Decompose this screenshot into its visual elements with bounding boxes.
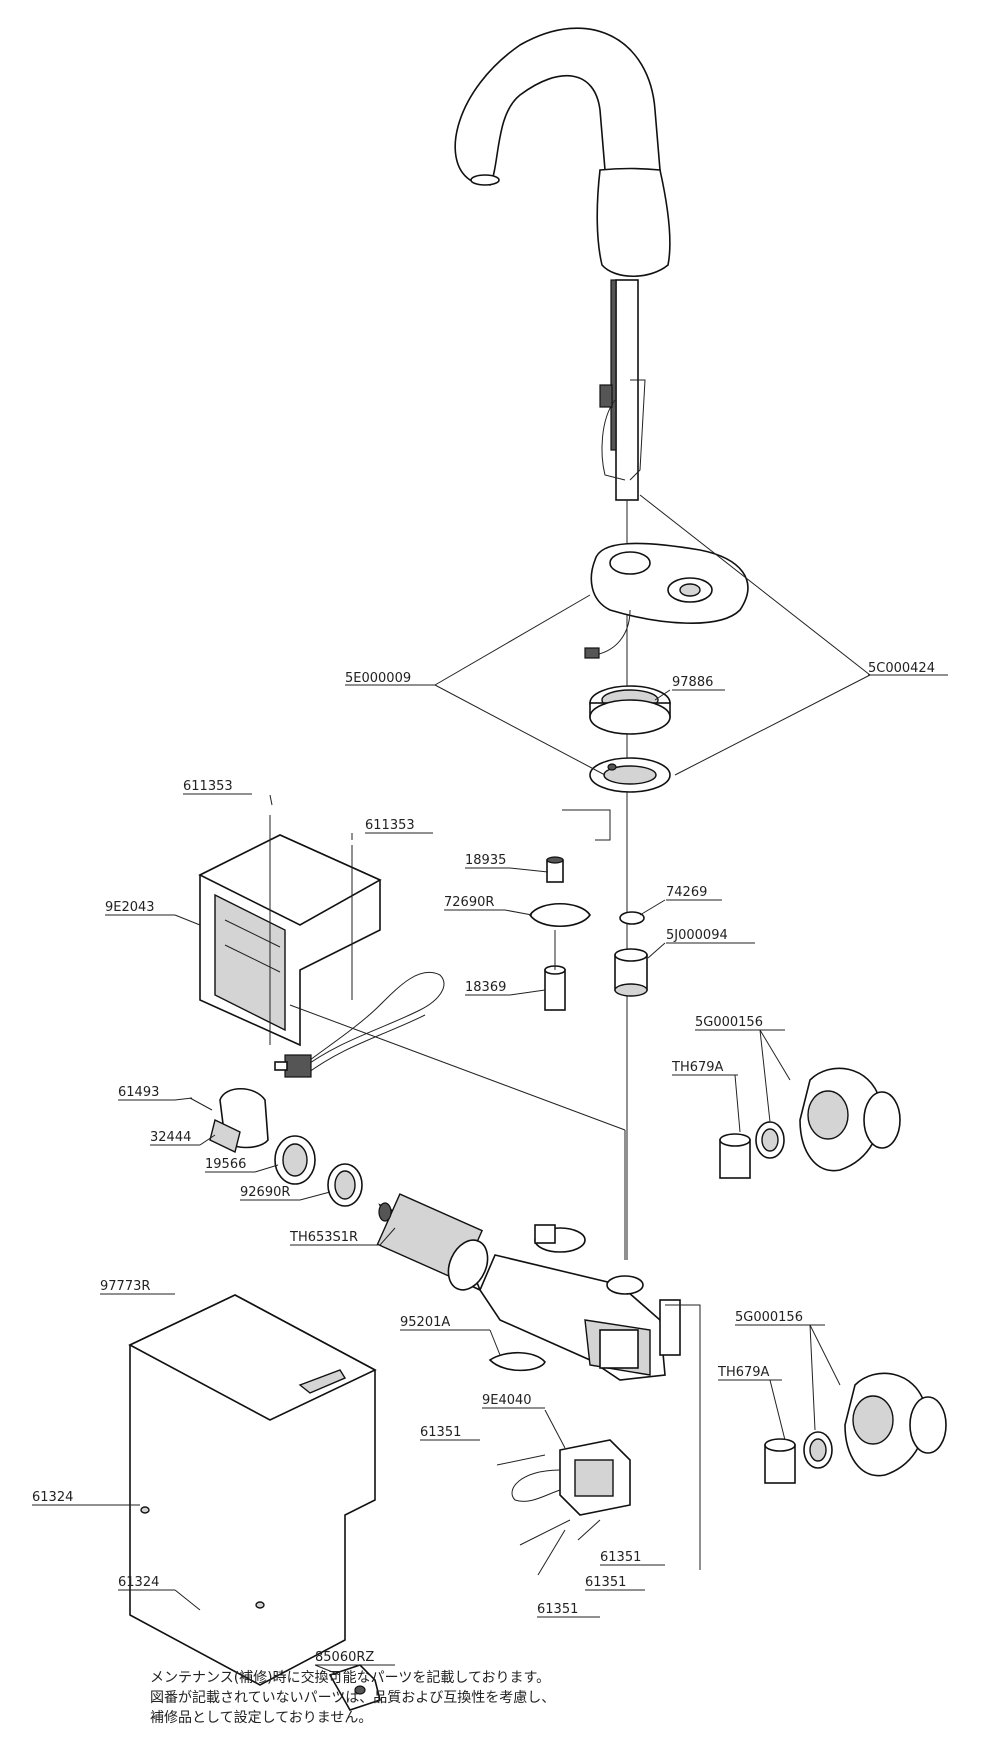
cable-harness xyxy=(274,971,445,1078)
gasket-ring xyxy=(589,757,671,793)
label-9E4040: 9E4040 xyxy=(482,1393,532,1408)
label-61324-b: 61324 xyxy=(118,1575,159,1590)
note-line-1: メンテナンス(補修)時に交換可能なパーツを記載しております。 xyxy=(150,1670,551,1686)
label-61351-a: 61351 xyxy=(420,1425,461,1440)
label-61493: 61493 xyxy=(118,1085,159,1100)
label-61324-a: 61324 xyxy=(32,1490,73,1505)
mounting-ring xyxy=(589,685,671,735)
label-TH679A-a: TH679A xyxy=(671,1060,724,1075)
label-5C000424: 5C000424 xyxy=(868,661,935,676)
leader-lines xyxy=(100,494,871,1676)
label-32444: 32444 xyxy=(150,1130,191,1145)
label-TH653S1R: TH653S1R xyxy=(289,1230,358,1245)
label-9E2043: 9E2043 xyxy=(105,900,155,915)
note-line-2: 図番が記載されていないパーツは、品質および互換性を考慮し、 xyxy=(150,1690,556,1706)
thermostat-cartridge xyxy=(376,1193,489,1292)
faucet-spout xyxy=(454,27,671,1260)
label-72690R: 72690R xyxy=(444,895,494,910)
label-61351-d: 61351 xyxy=(537,1602,578,1617)
label-5G000156-a: 5G000156 xyxy=(695,1015,763,1030)
small-fittings-right xyxy=(614,911,648,997)
label-19566: 19566 xyxy=(205,1157,246,1172)
key-tool xyxy=(328,1664,381,1711)
label-5E000009: 5E000009 xyxy=(345,671,411,686)
cartridge-fittings xyxy=(189,1087,363,1207)
label-85060RZ: 85060RZ xyxy=(315,1650,374,1665)
valve-body xyxy=(479,1224,681,1381)
cover-panel xyxy=(128,1294,377,1686)
check-valve-upper xyxy=(719,1067,901,1179)
label-5J000094: 5J000094 xyxy=(666,928,728,943)
label-611353-b: 611353 xyxy=(365,818,415,833)
label-18369: 18369 xyxy=(465,980,506,995)
label-95201A: 95201A xyxy=(400,1315,450,1330)
label-61351-b: 61351 xyxy=(600,1550,641,1565)
label-611353-a: 611353 xyxy=(183,779,233,794)
small-fittings-left xyxy=(529,809,611,1011)
label-97886: 97886 xyxy=(672,675,713,690)
maintenance-note: メンテナンス(補修)時に交換可能なパーツを記載しております。 図番が記載されてい… xyxy=(150,1668,970,1728)
part-labels: 5C000424 5E000009 97886 611353 611353 18… xyxy=(32,661,948,1666)
label-18935: 18935 xyxy=(465,853,506,868)
label-61351-c: 61351 xyxy=(585,1575,626,1590)
lever-clip xyxy=(488,1351,546,1372)
note-line-3: 補修品として設定しておりません。 xyxy=(150,1710,373,1726)
sensor-base-plate xyxy=(584,542,749,659)
label-74269: 74269 xyxy=(666,885,707,900)
label-92690R: 92690R xyxy=(240,1185,290,1200)
check-valve-lower xyxy=(665,1304,947,1570)
solenoid-valve xyxy=(496,1439,631,1576)
control-box xyxy=(198,815,626,1260)
label-5G000156-b: 5G000156 xyxy=(735,1310,803,1325)
label-97773R: 97773R xyxy=(100,1279,150,1294)
label-TH679A-b: TH679A xyxy=(717,1365,770,1380)
